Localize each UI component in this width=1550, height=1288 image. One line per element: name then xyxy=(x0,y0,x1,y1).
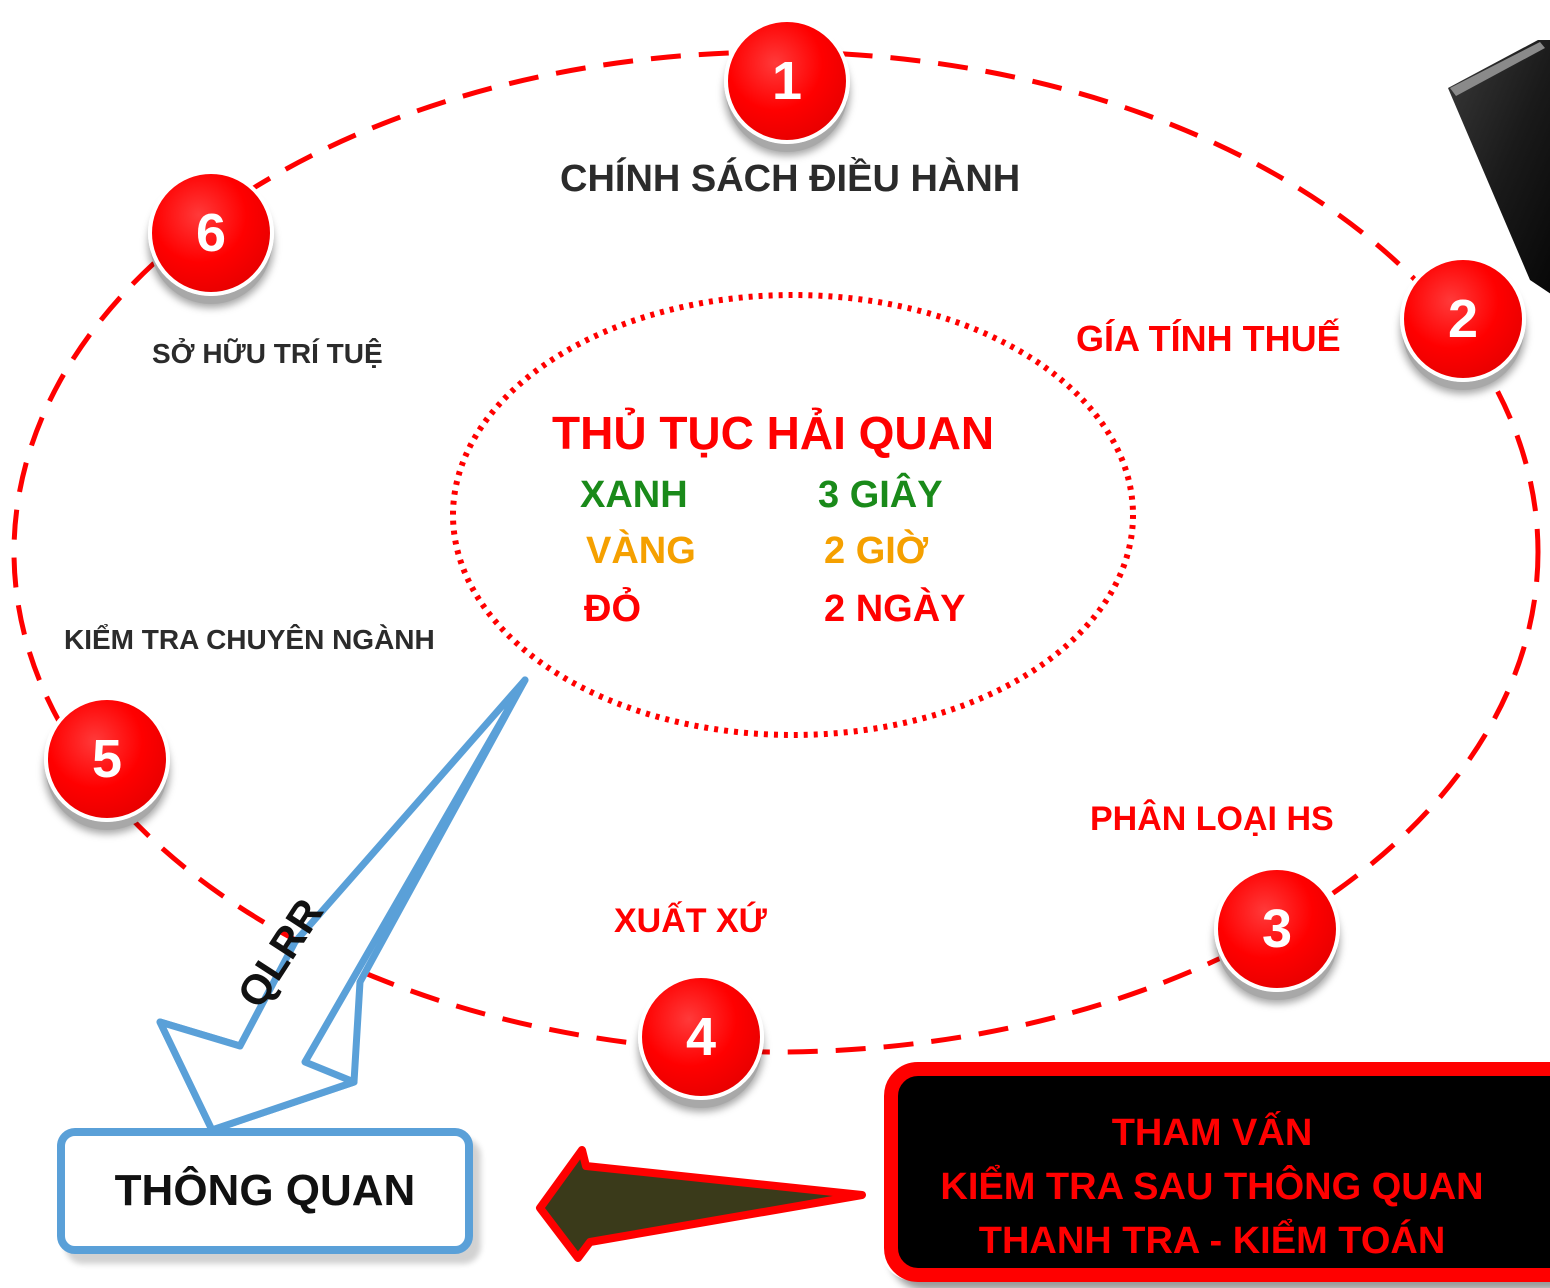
qlrr-arrow-outline xyxy=(156,676,529,1134)
post-clearance-line-1: THAM VẤN xyxy=(1111,1112,1313,1154)
channel-yellow-time: 2 GIỜ xyxy=(824,530,929,572)
post-clearance-line-3: THANH TRA - KIỂM TOÁN xyxy=(978,1220,1446,1262)
post-clearance-box: THAM VẤN KIỂM TRA SAU THÔNG QUAN THANH T… xyxy=(884,1062,1550,1282)
step-1-label: CHÍNH SÁCH ĐIỀU HÀNH xyxy=(560,158,1021,200)
channel-red-time: 2 NGÀY xyxy=(824,588,966,630)
clearance-box: THÔNG QUAN xyxy=(57,1128,473,1254)
step-6-label: SỞ HỮU TRÍ TUỆ xyxy=(152,338,383,369)
post-clearance-arrow xyxy=(536,1146,866,1262)
step-6-badge: 6 xyxy=(148,170,274,296)
center-title: THỦ TỤC HẢI QUAN xyxy=(552,407,995,459)
step-5-label: KIỂM TRA CHUYÊN NGÀNH xyxy=(64,624,435,655)
step-4-label: XUẤT XỨ xyxy=(614,902,767,940)
step-3-badge: 3 xyxy=(1214,866,1340,992)
step-5-badge: 5 xyxy=(44,696,170,822)
post-clearance-line-2: KIỂM TRA SAU THÔNG QUAN xyxy=(940,1166,1484,1208)
step-4-badge: 4 xyxy=(638,974,764,1100)
clearance-label: THÔNG QUAN xyxy=(114,1166,416,1215)
channel-yellow-name: VÀNG xyxy=(586,530,696,572)
channel-green-name: XANH xyxy=(580,474,688,516)
device-image xyxy=(1448,40,1550,294)
step-3-label: PHÂN LOẠI HS xyxy=(1090,800,1334,838)
step-2-label: GÍA TÍNH THUẾ xyxy=(1076,318,1341,359)
step-1-badge: 1 xyxy=(724,18,850,144)
step-2-badge: 2 xyxy=(1400,256,1526,382)
channel-red-name: ĐỎ xyxy=(584,588,641,630)
channel-green-time: 3 GIÂY xyxy=(818,474,943,516)
inner-dotted-ring xyxy=(450,292,1136,738)
